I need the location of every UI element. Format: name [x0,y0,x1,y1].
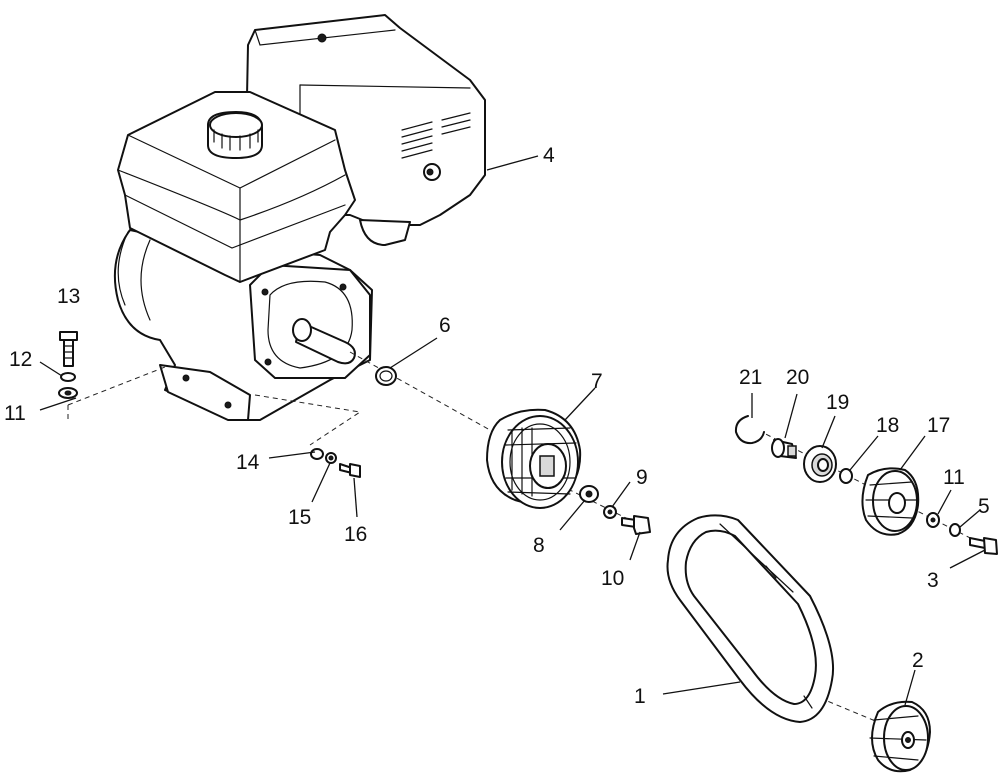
bearing-19 [803,445,837,483]
engine [113,14,486,421]
callout-10: 10 [601,567,624,590]
callout-11-left: 11 [4,402,26,425]
callout-3: 3 [927,569,939,592]
callout-17: 17 [927,414,950,437]
callout-4: 4 [543,144,555,167]
callout-6: 6 [439,314,451,337]
lock-washer-9 [603,505,617,519]
callout-8: 8 [533,534,545,557]
callout-20: 20 [786,366,809,389]
lock-washer-12 [60,372,76,382]
callout-15: 15 [288,506,311,529]
callout-1: 1 [634,685,646,708]
bolt-3 [969,537,998,555]
pulley-17 [861,467,920,536]
callout-9: 9 [636,466,648,489]
bolt-10 [621,515,651,535]
callout-18: 18 [876,414,899,437]
shaft-20 [771,438,797,459]
callout-7: 7 [591,370,603,393]
callout-19: 19 [826,391,849,414]
lock-washer-5 [949,523,961,537]
leader-lines [39,155,986,706]
washer-8 [579,485,599,503]
snap-ring-18 [839,468,853,484]
bolt-13 [59,331,78,367]
callout-13: 13 [57,285,80,308]
callout-11-right: 11 [943,466,965,489]
callout-12: 12 [9,348,32,371]
callout-labels: 4 6 7 8 9 10 11 12 13 14 15 16 21 20 19 … [4,144,990,708]
callout-14: 14 [236,451,260,474]
drive-clutch-pulley-7 [486,408,582,509]
callout-5: 5 [978,495,990,518]
pulley-2 [869,700,931,773]
callout-21: 21 [739,366,762,389]
snap-ring-21 [734,415,765,445]
bolt-16 [339,463,361,478]
callout-16: 16 [344,523,367,546]
washer-14 [310,448,324,460]
spacer-6 [375,366,397,386]
air-cleaner-vents [401,112,471,159]
v-belt-1 [666,514,835,723]
callout-2: 2 [912,649,924,672]
